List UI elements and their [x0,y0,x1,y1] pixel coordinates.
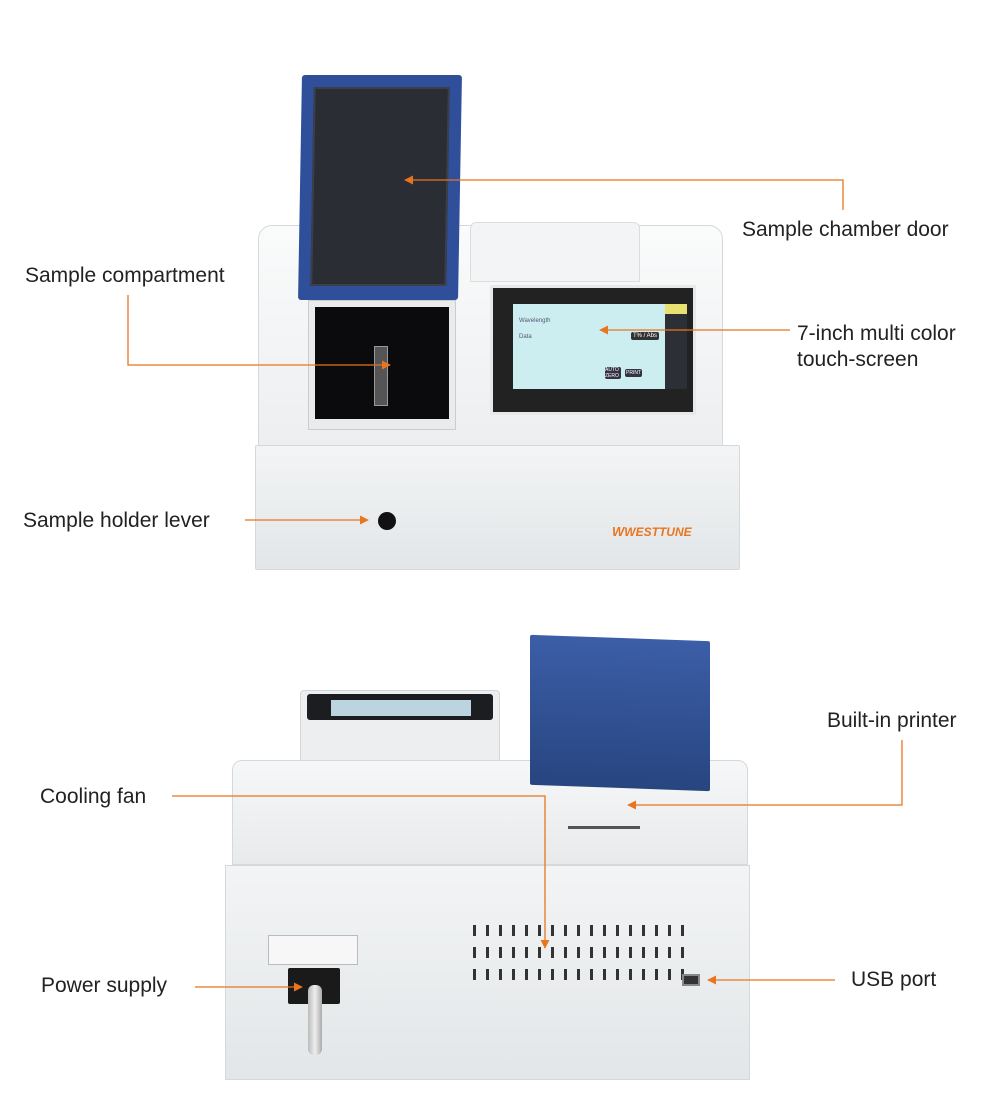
mode-button[interactable]: T% / Abs [631,332,660,340]
touch-screen[interactable]: Wavelength Data T% / Abs AUTO ZERO PRINT [513,304,665,389]
label-sample-holder-lever: Sample holder lever [23,509,210,532]
door-leader [404,175,844,210]
screen-unit [300,690,500,765]
label-built-in-printer: Built-in printer [827,709,957,732]
sample-holder-lever [378,512,396,530]
wavelength-label: Wavelength [519,318,551,324]
printer-cover [530,634,710,792]
label-usb-port: USB port [851,968,937,991]
print-button[interactable]: PRINT [625,369,642,377]
top-cover-panel [470,222,640,282]
sample-chamber-door [298,75,462,300]
label-sample-compartment: Sample compartment [25,264,225,287]
screen-side-menu[interactable] [665,304,687,389]
label-cooling-fan: Cooling fan [40,785,147,808]
cooling-vents [465,920,685,990]
touch-screen-bezel: Wavelength Data T% / Abs AUTO ZERO PRINT [490,285,696,415]
usb-port[interactable] [682,974,700,986]
label-touch-screen-1: 7-inch multi color [797,322,956,345]
auto-zero-button[interactable]: AUTO ZERO [605,367,621,379]
sample-compartment [308,300,456,430]
brand-logo: WWESTTUNE [612,524,692,539]
label-power-supply: Power supply [41,974,168,997]
data-label: Data [519,334,532,340]
front-housing [255,445,740,570]
label-touch-screen-2: touch-screen [797,348,919,371]
label-sample-chamber-door: Sample chamber door [742,218,949,241]
power-cord [308,985,322,1055]
rating-label [268,935,358,965]
printer-slot [568,826,640,829]
